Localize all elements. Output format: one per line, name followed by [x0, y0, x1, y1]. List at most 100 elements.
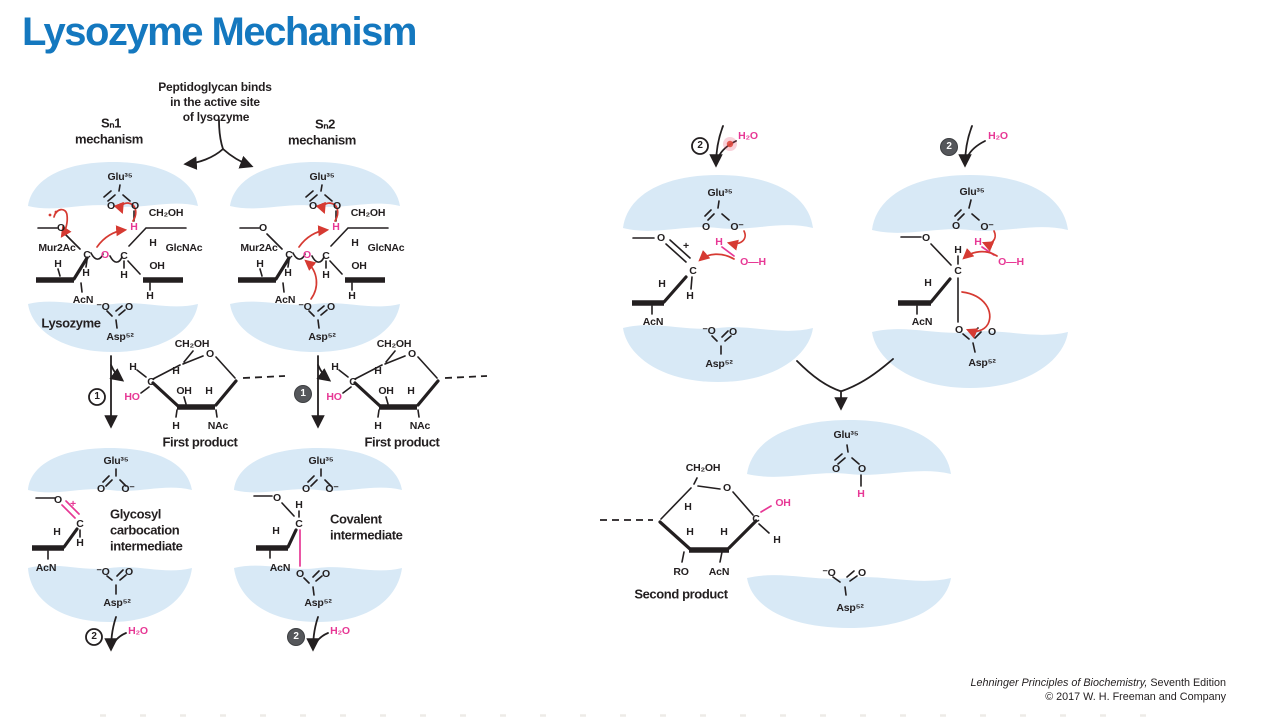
ring1-wedges: [151, 379, 238, 408]
hydrolysis-sn2-site-bowl: [872, 329, 1068, 388]
glu35-label: Glu³⁵: [309, 170, 335, 183]
ring1-dash: [242, 375, 286, 379]
h-label: H: [374, 364, 382, 377]
ch2oh-label: CH₂OH: [376, 337, 412, 350]
acn-label: AcN: [708, 565, 730, 578]
electron-arrows: [53, 201, 998, 339]
h-label: H: [348, 289, 356, 302]
step2-sn1-arrow: [104, 616, 118, 652]
mur2ac-label: Mur2Ac: [38, 241, 76, 254]
oh-label: OH: [378, 384, 394, 397]
sn2-mechanism-label: mechanism: [288, 132, 356, 148]
caption-peptidoglycan-1: Peptidoglycan binds: [158, 80, 272, 94]
o-label: O: [309, 199, 317, 212]
h-label: H: [954, 243, 962, 256]
plus-sign: +: [70, 497, 76, 510]
glu35-label: Glu³⁵: [833, 428, 859, 441]
o-minus-label: O⁻: [980, 220, 994, 233]
h-label-pink: H: [130, 220, 138, 233]
merge-left-curve: [796, 360, 841, 392]
sn1-site-bowl: [28, 301, 198, 352]
h-label: H: [295, 498, 303, 511]
oh-label: OH: [176, 384, 192, 397]
dashed-bonds: [242, 375, 653, 521]
minus-o-label: ⁻O: [96, 565, 110, 578]
o-label: O: [702, 220, 710, 233]
o-label: O: [125, 300, 133, 313]
h-label: H: [351, 236, 359, 249]
sn1-site-dome: [28, 162, 198, 209]
c-label: C: [322, 249, 330, 262]
pointer-highlight: [723, 137, 737, 151]
second-product-label: Second product: [634, 586, 728, 602]
ro-label: RO: [673, 565, 689, 578]
o-label: O: [922, 231, 930, 244]
h-label: H: [53, 525, 61, 538]
h-label: H: [146, 289, 154, 302]
water-bond-sn1: [721, 246, 735, 257]
water-entry-sn1-arrow: [709, 125, 724, 168]
sn2-site-dome: [230, 162, 400, 209]
restored-site-bowl: [747, 575, 951, 628]
h-label: H: [720, 525, 728, 538]
oh-label: OH: [149, 259, 165, 272]
book-edition: Seventh Edition: [1147, 677, 1226, 689]
first-product-label: First product: [162, 434, 238, 450]
glycosyl-caption-line: intermediate: [110, 538, 183, 554]
o-label: O: [858, 462, 866, 475]
credit-line-1: Lehninger Principles of Biochemistry, Se…: [971, 676, 1226, 690]
fork-stem: [218, 119, 224, 150]
sn1-glycosidic-o-loop: [53, 208, 72, 238]
h-label: H: [54, 257, 62, 270]
c-label: C: [120, 249, 128, 262]
step2-filled-circle-right: [940, 138, 958, 156]
o-label: O: [296, 567, 304, 580]
step1-open-circle: [88, 388, 106, 406]
h-label: H: [284, 266, 292, 279]
sn2-label: Sₙ2: [315, 116, 335, 132]
o-h-water-label: O—H: [740, 255, 766, 268]
c-label: C: [349, 375, 357, 388]
nac-label: NAc: [409, 419, 431, 432]
asp52-label: Asp⁵²: [304, 596, 332, 609]
o-label: O: [729, 325, 737, 338]
h-label: H: [686, 289, 694, 302]
step-number: 1: [300, 388, 306, 399]
red-lone-pair-dots: [48, 210, 58, 217]
h-label-pink: H: [332, 220, 340, 233]
h-label: H: [686, 525, 694, 538]
h-label: H: [374, 419, 382, 432]
product-oh-bond: [760, 505, 772, 513]
carbocation-site-bowl: [28, 565, 192, 622]
asp52-label: Asp⁵²: [106, 330, 134, 343]
glycosyl-caption-line: Glycosyl: [110, 506, 161, 522]
h2o-branch-right1: [718, 140, 737, 157]
h-label-pink: H: [974, 235, 982, 248]
sn2-carboxyl-curl: [315, 201, 339, 222]
o-label: O: [408, 347, 416, 360]
water-entry-sn2-arrow: [958, 125, 973, 168]
step-circles: [85, 137, 958, 646]
oh-label-pink: OH: [775, 496, 791, 509]
flow-arrows: [104, 125, 973, 652]
o-label: O: [107, 199, 115, 212]
o-label: O: [988, 325, 996, 338]
o-label-pink: O: [101, 248, 109, 261]
glu35-label: Glu³⁵: [103, 454, 129, 467]
hyd2-deprotonation: [981, 230, 996, 252]
h-label: H: [684, 500, 692, 513]
step2-sn2-arrow: [306, 616, 320, 652]
h-label-pink: H: [715, 235, 723, 248]
plus-sign: +: [683, 239, 689, 252]
hyd2-water-attack: [962, 248, 998, 260]
o-label: O: [955, 323, 963, 336]
fork-arrow-right: [222, 148, 254, 169]
o-h-water-label: O—H: [998, 255, 1024, 268]
oh-label: OH: [351, 259, 367, 272]
asp52-label: Asp⁵²: [308, 330, 336, 343]
h-label: H: [82, 266, 90, 279]
ring2-wedges: [353, 379, 440, 408]
acn-label: AcN: [72, 293, 94, 306]
o-label: O: [273, 491, 281, 504]
glu35-label: Glu³⁵: [107, 170, 133, 183]
